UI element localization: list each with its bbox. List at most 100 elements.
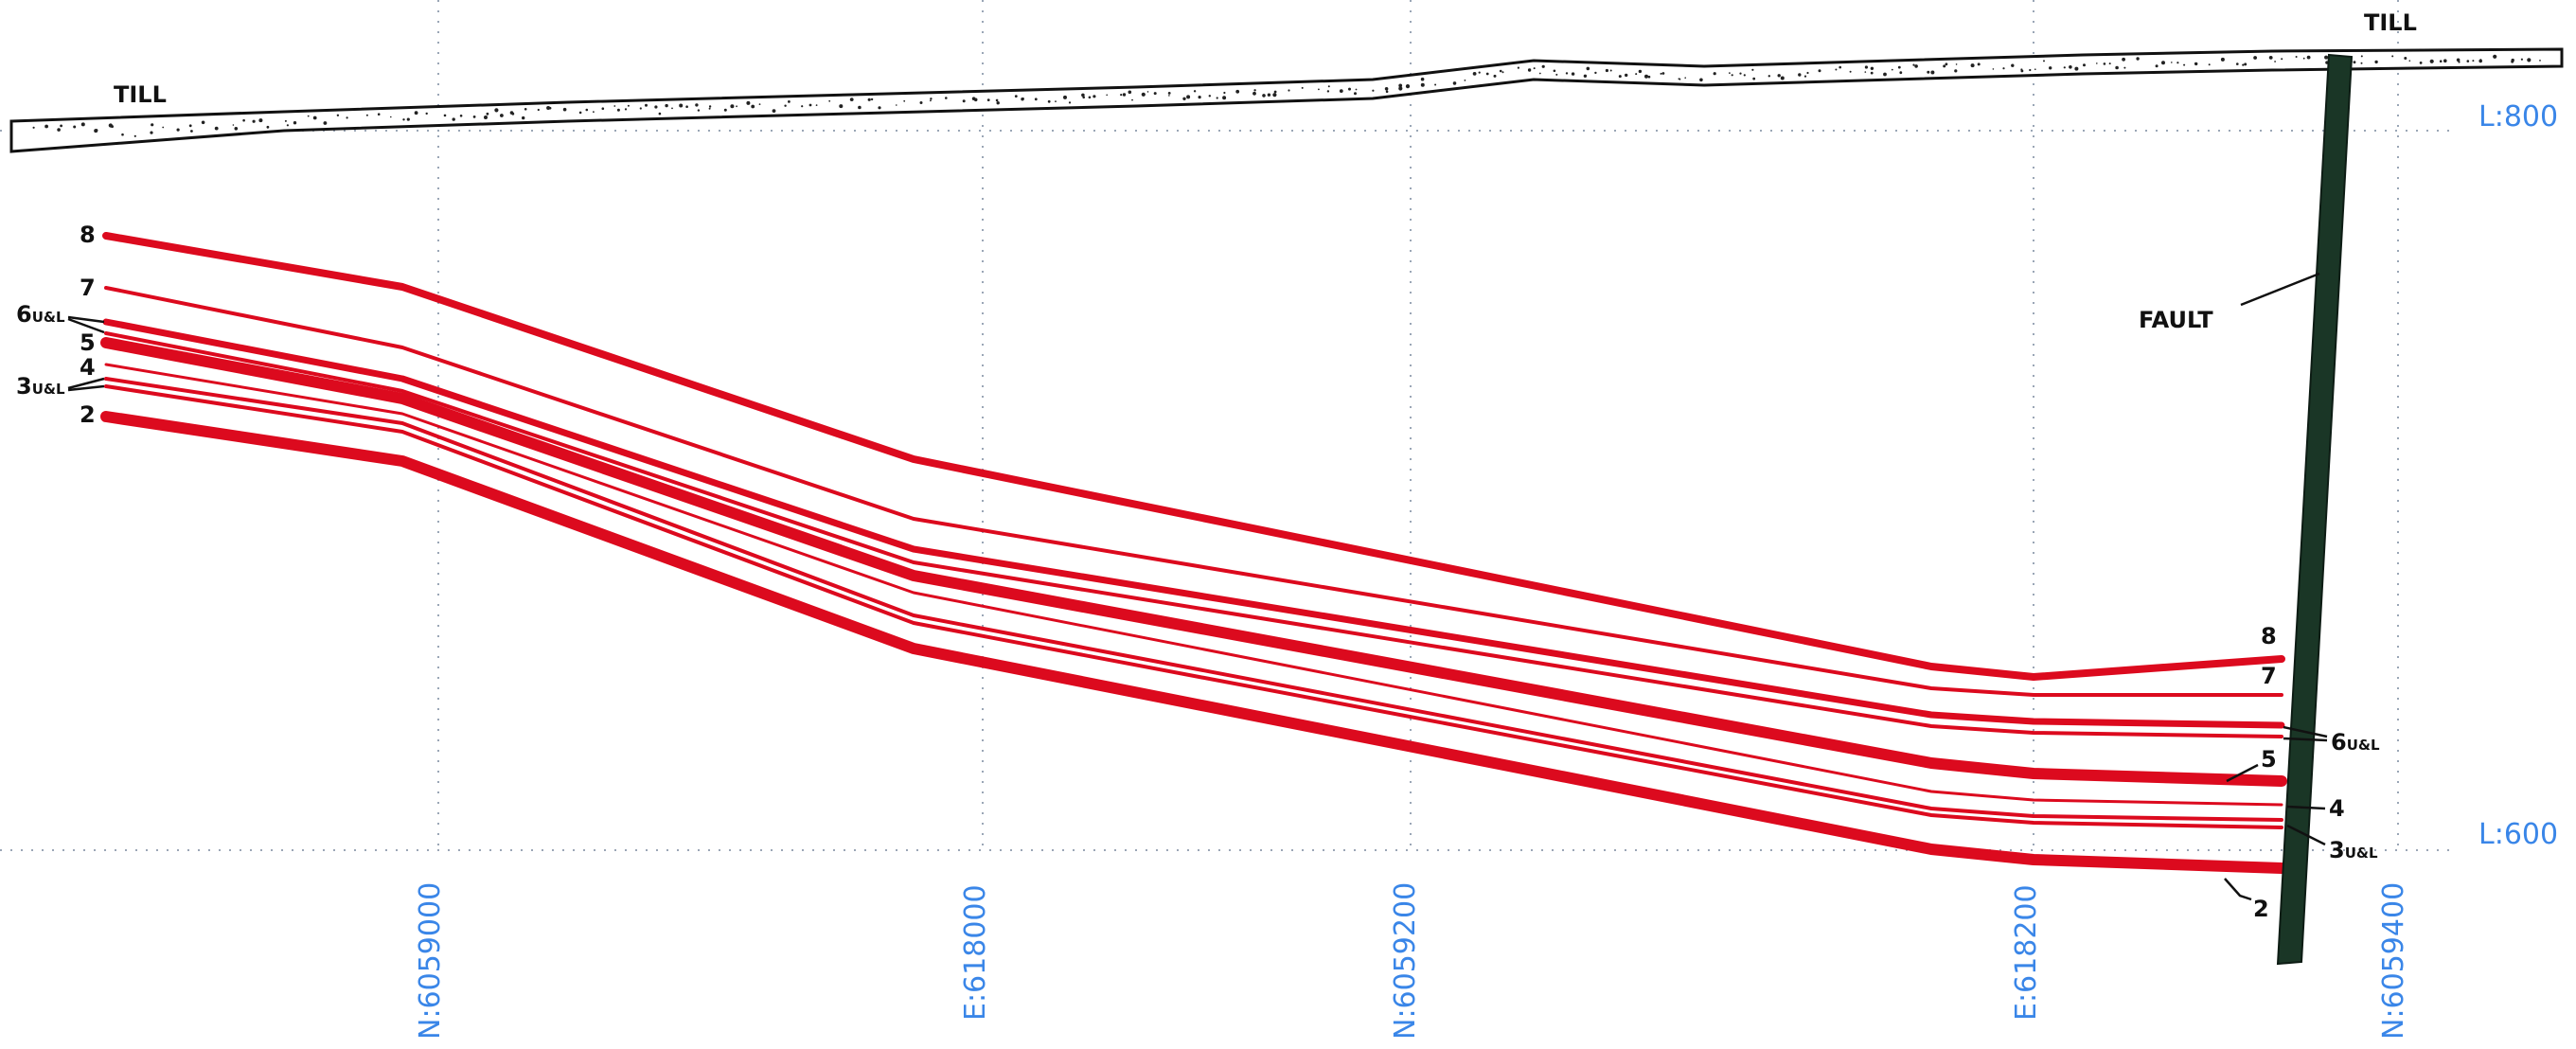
till-speck xyxy=(2103,62,2106,65)
till-speck xyxy=(2268,56,2273,60)
seam-label-left-2: 2 xyxy=(80,401,96,428)
till-speck xyxy=(1849,70,1852,73)
fault-label: FAULT xyxy=(2139,307,2213,333)
seam-label-right-3: 3U&L xyxy=(2329,837,2378,863)
till-speck xyxy=(1355,88,1358,91)
till-speck xyxy=(2236,62,2239,65)
till-speck xyxy=(971,97,976,100)
till-speck xyxy=(2439,60,2443,62)
till-speck xyxy=(252,119,256,123)
till-speck xyxy=(323,121,328,125)
till-speck xyxy=(1222,96,1227,100)
till-speck xyxy=(593,111,595,114)
till-speck xyxy=(1684,77,1686,79)
till-speck xyxy=(284,119,287,122)
till-speck xyxy=(1803,75,1807,78)
till-speck xyxy=(2183,63,2186,66)
till-speck xyxy=(1318,88,1320,91)
till-speck xyxy=(2493,54,2497,59)
till-speck xyxy=(896,104,897,106)
till-speck xyxy=(1927,70,1930,74)
till-speck xyxy=(1992,68,1995,70)
till-speck xyxy=(32,126,35,129)
till-speck xyxy=(708,105,712,108)
seam-leader-right-3 xyxy=(2286,824,2326,846)
grid-label-e618000: E:618000 xyxy=(959,884,992,1021)
till-speck xyxy=(459,115,463,117)
till-speck xyxy=(1068,101,1072,104)
till-speck xyxy=(346,116,348,119)
till-speck xyxy=(1798,73,1802,77)
seam-label-left-3: 3U&L xyxy=(16,373,65,400)
elevation-label-l600: L:600 xyxy=(2478,818,2558,851)
till-speck xyxy=(1870,66,1874,71)
till-speck xyxy=(1141,92,1146,97)
till-speck xyxy=(627,104,630,107)
till-speck xyxy=(1216,97,1218,99)
till-speck xyxy=(1452,81,1457,85)
till-speck xyxy=(1420,82,1425,87)
till-speck xyxy=(1208,95,1212,98)
elevation-label-l800: L:800 xyxy=(2478,100,2558,133)
seam-leader-right-6a xyxy=(2283,725,2328,738)
till-speck xyxy=(1493,74,1497,78)
till-speck xyxy=(232,124,235,126)
grid-label-n6059400: N:6059400 xyxy=(2377,882,2410,1040)
till-speck xyxy=(524,108,527,111)
till-speck xyxy=(1739,72,1742,75)
grid-label-n6059200: N:6059200 xyxy=(1389,882,1422,1040)
till-speck xyxy=(1661,72,1665,75)
till-speck xyxy=(1594,71,1597,75)
till-speck xyxy=(1768,75,1771,78)
coal-seams xyxy=(100,232,2287,874)
till-speck xyxy=(1914,64,1918,68)
till-speck xyxy=(945,97,948,99)
till-speck xyxy=(1288,89,1290,92)
seam-leader-right-5 xyxy=(2226,763,2259,783)
till-speck xyxy=(1223,91,1226,95)
till-speck xyxy=(665,103,668,108)
till-speck xyxy=(1326,90,1330,93)
till-speck xyxy=(1839,65,1841,69)
till-speck xyxy=(1555,73,1558,76)
till-speck xyxy=(772,109,776,113)
till-speck xyxy=(133,134,136,137)
seam-5 xyxy=(100,337,2287,787)
till-speck xyxy=(293,121,297,125)
seam-label-right-6: 6U&L xyxy=(2331,729,2380,756)
till-speck xyxy=(2176,62,2179,64)
till-speck xyxy=(2419,62,2423,64)
till-speck xyxy=(685,105,688,108)
till-speck xyxy=(1398,83,1403,88)
till-speck xyxy=(1970,63,1975,68)
till-speck xyxy=(730,104,735,109)
till-speck xyxy=(1743,74,1746,77)
till-speck xyxy=(736,105,737,108)
till-speck xyxy=(1327,85,1330,88)
till-speck xyxy=(613,105,616,107)
till-speck xyxy=(2404,57,2407,60)
till-speck xyxy=(2034,68,2036,70)
till-speck xyxy=(1605,68,1608,73)
till-speck xyxy=(645,103,648,107)
till-speck xyxy=(867,98,871,101)
till-speck xyxy=(188,124,192,128)
till-speck xyxy=(2466,60,2470,62)
till-speck xyxy=(2539,60,2541,62)
till-speck xyxy=(1930,70,1935,75)
seam-6-lower xyxy=(104,331,2283,738)
till-speck xyxy=(671,107,673,110)
till-speck xyxy=(336,114,340,117)
till-speck xyxy=(2136,57,2140,61)
till-speck xyxy=(2274,61,2277,62)
till-speck xyxy=(190,130,193,133)
till-speck xyxy=(995,98,999,102)
till-speck xyxy=(639,107,642,110)
till-speck xyxy=(402,118,405,121)
till-speck xyxy=(801,105,804,108)
seam-7 xyxy=(104,286,2283,697)
till-speck xyxy=(452,117,455,121)
till-speck xyxy=(425,112,428,116)
till-speck xyxy=(1153,92,1157,96)
till-speck xyxy=(1267,93,1271,97)
